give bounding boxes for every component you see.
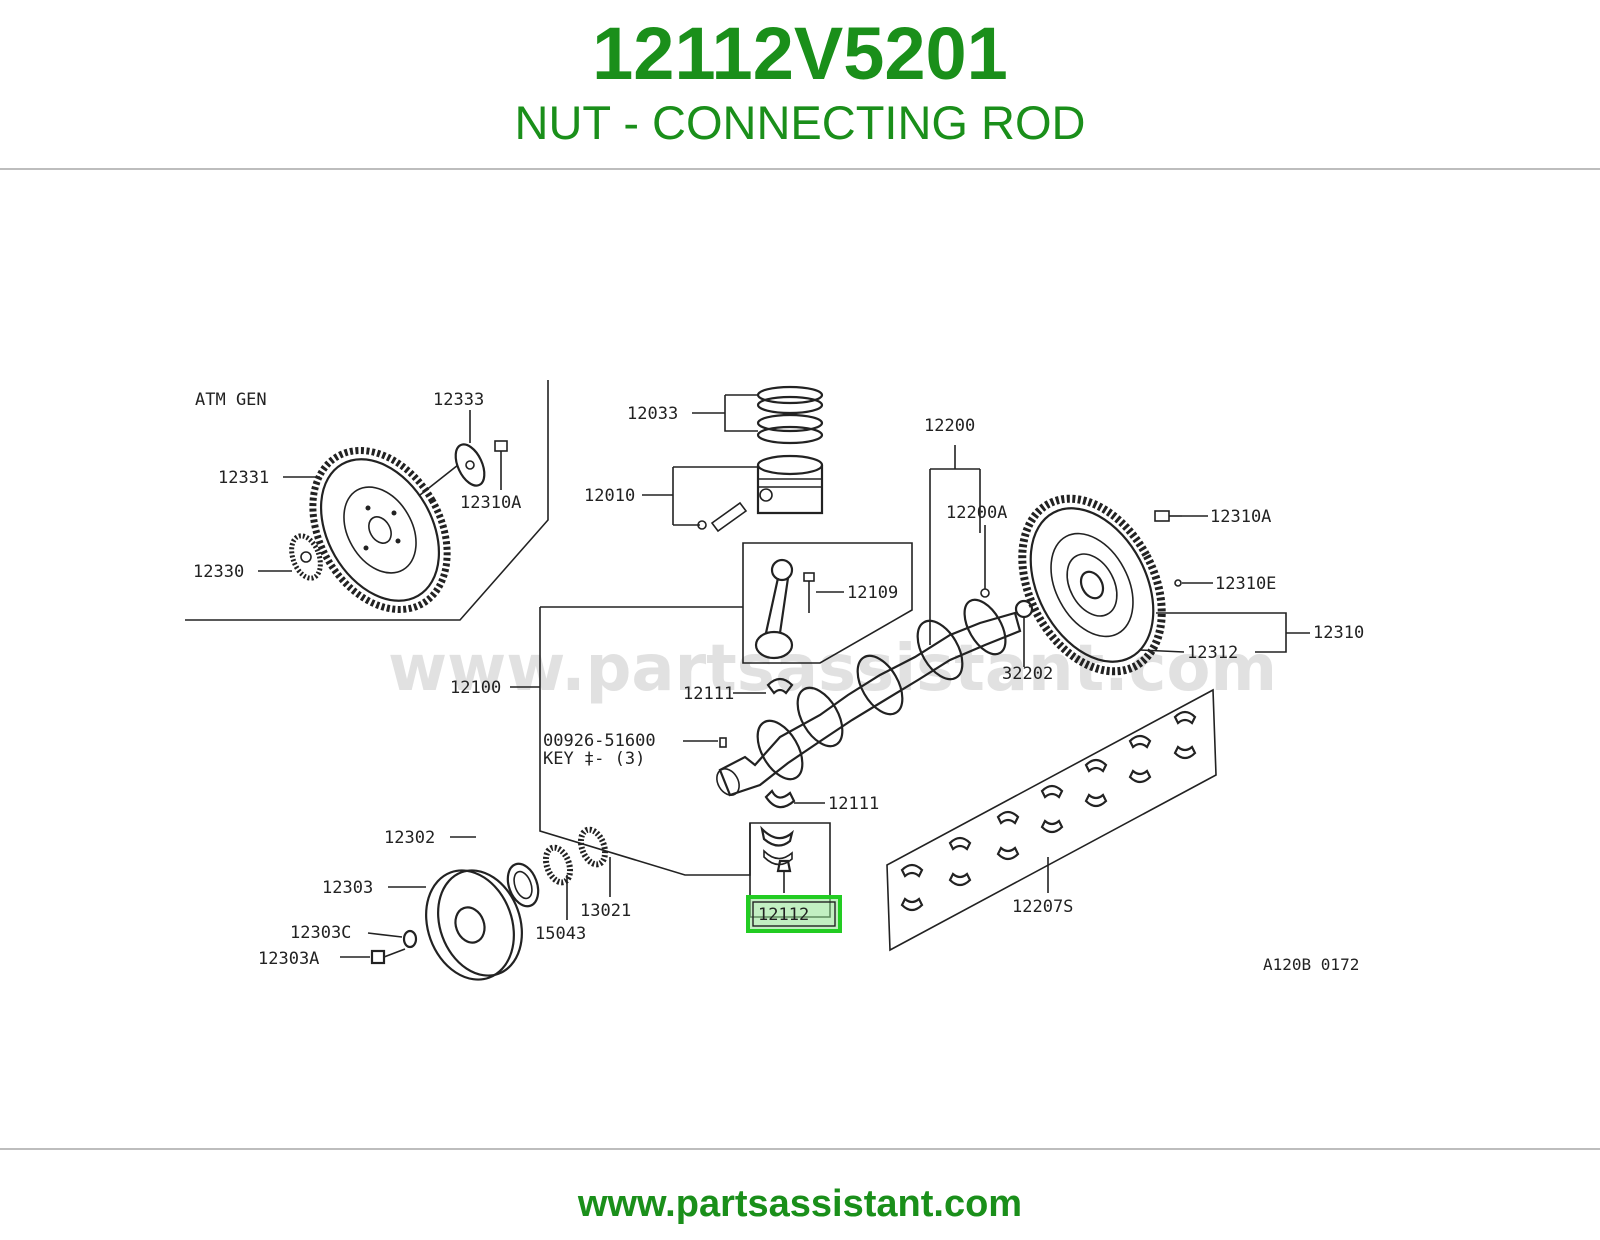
conrod-nut-icon bbox=[776, 859, 792, 893]
leader-12033 bbox=[692, 394, 758, 432]
dowel-pin-icon bbox=[1174, 579, 1182, 587]
callout-15043[interactable]: 15043 bbox=[535, 924, 586, 944]
pulley-bolt-icon bbox=[370, 948, 406, 965]
callout-12303a[interactable]: 12303A bbox=[258, 949, 319, 969]
woodruff-key-icon bbox=[719, 737, 727, 748]
part-number-title: 12112V5201 bbox=[592, 12, 1008, 95]
inset-title: ATM GEN bbox=[195, 390, 267, 410]
flywheel-icon bbox=[1018, 494, 1166, 676]
inset-centerline bbox=[419, 464, 459, 496]
oil-seal-icon bbox=[506, 862, 540, 908]
callout-12207s[interactable]: 12207S bbox=[1012, 897, 1073, 917]
conrod-bearing-lower-icon bbox=[764, 789, 796, 809]
inset-border bbox=[185, 380, 549, 621]
part-description: NUT - CONNECTING ROD bbox=[514, 96, 1086, 149]
crankshaft-icon bbox=[716, 598, 1022, 797]
pulley-washer-icon bbox=[402, 929, 418, 949]
callout-13021[interactable]: 13021 bbox=[580, 901, 631, 921]
oil-pump-drive-icon bbox=[577, 826, 609, 868]
main-bearing-set-box bbox=[886, 688, 1217, 952]
callout-12312[interactable]: 12312 bbox=[1187, 643, 1238, 663]
leader-12200-right bbox=[979, 469, 986, 589]
parts-diagram: www.partsassistant.com ATM GEN 12333 123… bbox=[180, 345, 1420, 1010]
leader-12303c bbox=[367, 932, 403, 938]
piston-icon bbox=[756, 454, 824, 515]
callout-12111-lower[interactable]: 12111 bbox=[828, 794, 879, 814]
callout-12310[interactable]: 12310 bbox=[1313, 623, 1364, 643]
callout-12310a-right[interactable]: 12310A bbox=[1210, 507, 1271, 527]
leader-12010 bbox=[642, 466, 758, 526]
callout-12310e[interactable]: 12310E bbox=[1215, 574, 1276, 594]
callout-12111-upper[interactable]: 12111 bbox=[683, 684, 734, 704]
callout-12303c[interactable]: 12303C bbox=[290, 923, 351, 943]
watermark-text: www.partsassistant.com bbox=[388, 632, 1277, 706]
crank-pulley-icon bbox=[425, 869, 523, 981]
callout-12200a[interactable]: 12200A bbox=[946, 503, 1007, 523]
conrod-cap-icon bbox=[760, 825, 794, 866]
callout-12010[interactable]: 12010 bbox=[584, 486, 635, 506]
flywheel-drive-plate-icon bbox=[309, 447, 451, 613]
conrod-bolt-icon bbox=[803, 572, 815, 613]
callout-12330[interactable]: 12330 bbox=[193, 562, 244, 582]
connecting-rod-icon bbox=[754, 558, 794, 660]
callout-12302[interactable]: 12302 bbox=[384, 828, 435, 848]
callout-12112-highlighted[interactable]: 12112 bbox=[758, 905, 809, 925]
leader-12310 bbox=[1139, 612, 1310, 653]
callout-12331[interactable]: 12331 bbox=[218, 468, 269, 488]
callout-12333[interactable]: 12333 bbox=[433, 390, 484, 410]
footer-website-link[interactable]: www.partsassistant.com bbox=[577, 1183, 1023, 1225]
callout-12109[interactable]: 12109 bbox=[847, 583, 898, 603]
leader-12200 bbox=[929, 445, 980, 645]
flywheel-bolt-right-icon bbox=[1154, 510, 1182, 522]
callout-12100[interactable]: 12100 bbox=[450, 678, 501, 698]
highlight-inner-box bbox=[752, 901, 836, 927]
crank-sprocket-icon bbox=[542, 844, 574, 886]
callout-12033[interactable]: 12033 bbox=[627, 404, 678, 424]
main-bearing-set-icon bbox=[900, 710, 1197, 912]
reinforcement-plate-icon bbox=[454, 443, 486, 487]
conrod-bearing-upper-icon bbox=[766, 677, 794, 695]
callout-32202[interactable]: 32202 bbox=[1002, 664, 1053, 684]
page-header: 12112V5201 NUT - CONNECTING ROD bbox=[0, 0, 1600, 170]
figure-code: A120B 0172 bbox=[1263, 955, 1359, 974]
key-label: KEY ‡- (3) bbox=[543, 749, 645, 769]
parts-diagram-svg: www.partsassistant.com ATM GEN 12333 123… bbox=[180, 345, 1420, 1010]
flywheel-bolt-icon bbox=[494, 440, 508, 473]
callout-00926-51600[interactable]: 00926-51600 bbox=[543, 731, 656, 751]
footer-divider bbox=[0, 1148, 1600, 1150]
callout-12303[interactable]: 12303 bbox=[322, 878, 373, 898]
callout-12310a-inset[interactable]: 12310A bbox=[460, 493, 521, 513]
conrod-box bbox=[742, 542, 913, 664]
callout-12200[interactable]: 12200 bbox=[924, 416, 975, 436]
header-divider bbox=[0, 168, 1600, 170]
